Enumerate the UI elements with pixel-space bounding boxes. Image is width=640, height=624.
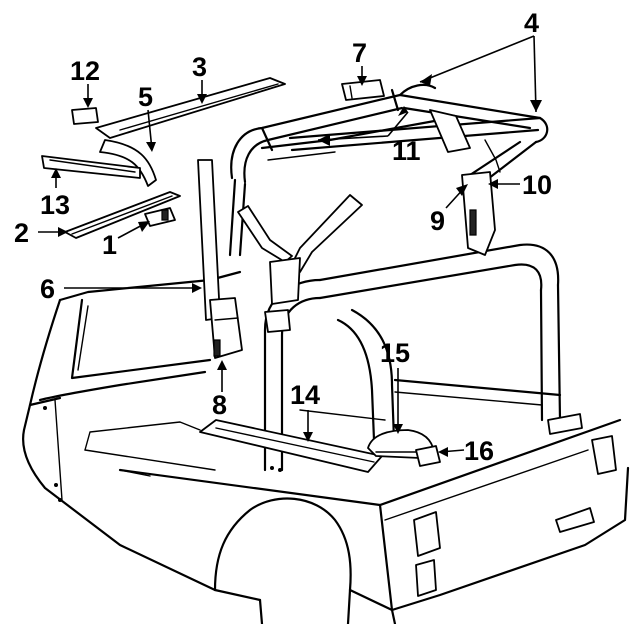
seat-belts — [197, 79, 501, 359]
top-rails — [41, 77, 286, 239]
callout-15: 15 — [380, 338, 410, 368]
callout-5: 5 — [138, 82, 153, 112]
arrowheads — [51, 74, 542, 457]
bed-parts — [199, 413, 617, 597]
callout-13: 13 — [40, 190, 70, 220]
callout-16: 16 — [464, 436, 494, 466]
roll-bar — [208, 243, 562, 472]
upper-bar-frame — [228, 83, 549, 257]
callout-4: 4 — [524, 8, 539, 38]
callout-labels: 4 7 3 12 5 11 10 13 9 2 1 6 15 14 8 16 — [14, 8, 552, 466]
callout-1: 1 — [102, 230, 117, 260]
callout-8: 8 — [212, 390, 227, 420]
callout-14: 14 — [290, 380, 320, 410]
callout-2: 2 — [14, 218, 29, 248]
callout-12: 12 — [70, 56, 100, 86]
callout-3: 3 — [192, 52, 207, 82]
callout-9: 9 — [430, 206, 445, 236]
vehicle-tub — [22, 278, 630, 624]
callout-11: 11 — [392, 136, 421, 166]
callout-6: 6 — [40, 274, 55, 304]
callout-7: 7 — [352, 38, 367, 68]
callout-10: 10 — [522, 170, 552, 200]
